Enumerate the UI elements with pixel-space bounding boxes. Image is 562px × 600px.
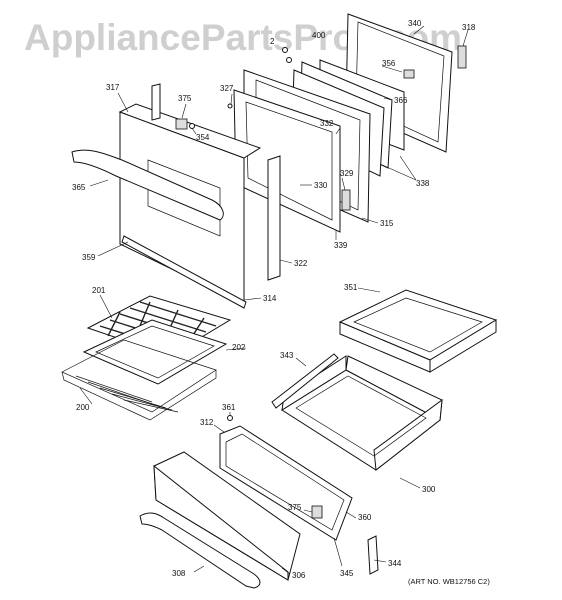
screw-327[interactable] <box>227 103 233 109</box>
callout-338: 338 <box>416 179 430 188</box>
drawer-body-300[interactable] <box>281 355 443 471</box>
callout-330: 330 <box>314 181 328 190</box>
callout-200: 200 <box>76 403 90 412</box>
callout-345: 345 <box>340 569 354 578</box>
callout-360: 360 <box>358 513 372 522</box>
callout-201: 201 <box>92 286 106 295</box>
callout-306: 306 <box>292 571 306 580</box>
bracket-375-drawer[interactable] <box>311 505 323 519</box>
oven-rack-200[interactable] <box>61 339 217 421</box>
callout-202: 202 <box>232 343 246 352</box>
callout-365: 365 <box>72 183 86 192</box>
callout-400: 400 <box>312 31 326 40</box>
callout-318: 318 <box>462 23 476 32</box>
callout-329: 329 <box>340 169 354 178</box>
callout-354: 354 <box>196 133 210 142</box>
door-handle-365[interactable] <box>71 149 224 221</box>
callout-339: 339 <box>334 241 348 250</box>
vent-clip-318[interactable] <box>457 45 467 69</box>
drawer-slide-344[interactable] <box>367 535 379 575</box>
callout-labels: 317 375 327 354 365 359 314 322 330 332 … <box>72 19 476 580</box>
callout-315: 315 <box>380 219 394 228</box>
callout-375-drawer: 375 <box>288 503 302 512</box>
callout-327: 327 <box>220 84 234 93</box>
callout-366: 366 <box>394 96 408 105</box>
callout-359: 359 <box>82 253 96 262</box>
screw-400[interactable] <box>286 57 292 63</box>
callout-340: 340 <box>408 19 422 28</box>
callout-332: 332 <box>320 119 334 128</box>
callout-322: 322 <box>294 259 308 268</box>
art-number: (ART NO. WB12756 C2) <box>408 577 490 586</box>
callout-2: 2 <box>270 37 275 46</box>
callout-314: 314 <box>263 294 277 303</box>
screw-2[interactable] <box>282 47 288 53</box>
callout-317: 317 <box>106 83 120 92</box>
drawer-rail-343[interactable] <box>271 353 339 409</box>
callout-300: 300 <box>422 485 436 494</box>
leader-lines <box>79 25 469 575</box>
hinge-bracket-329[interactable] <box>341 189 351 211</box>
screw-354[interactable] <box>189 123 195 129</box>
door-bottom-trim-359[interactable] <box>121 235 247 309</box>
callout-343: 343 <box>280 351 294 360</box>
callout-344: 344 <box>388 559 402 568</box>
door-trim-post[interactable] <box>151 83 161 121</box>
screw-361[interactable] <box>227 415 233 421</box>
callout-351: 351 <box>344 283 358 292</box>
drawer-front-panel-306[interactable] <box>153 451 301 581</box>
door-side-trim-322[interactable] <box>267 155 281 281</box>
callout-312: 312 <box>200 418 214 427</box>
callout-356: 356 <box>382 59 396 68</box>
bracket-375[interactable] <box>175 118 188 130</box>
clip-356[interactable] <box>403 69 415 79</box>
callout-361: 361 <box>222 403 236 412</box>
drawer-handle-308[interactable] <box>139 512 261 589</box>
drawer-liner-351[interactable] <box>338 289 498 373</box>
callout-308: 308 <box>172 569 186 578</box>
broil-pan-202[interactable] <box>82 319 228 385</box>
callout-375: 375 <box>178 94 192 103</box>
